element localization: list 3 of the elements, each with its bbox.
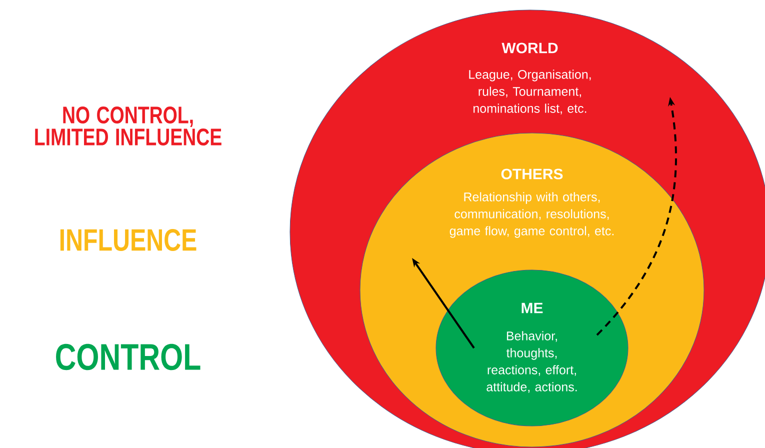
zone-label: CONTROL [56, 344, 200, 370]
zone-label: INFLUENCE [60, 229, 196, 251]
zone-label: NO CONTROL, LIMITED INFLUENCE [35, 106, 222, 146]
